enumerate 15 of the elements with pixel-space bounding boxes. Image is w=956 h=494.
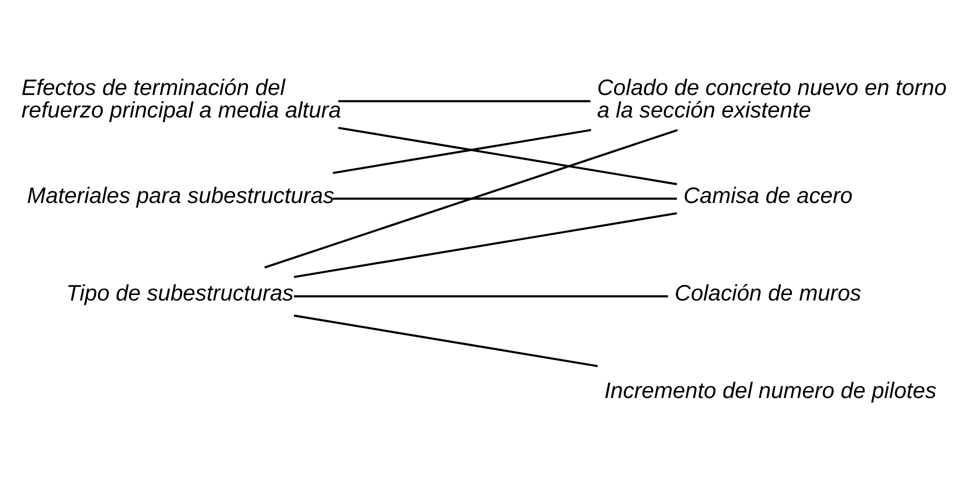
- node-text: Incremento del numero de pilotes: [604, 378, 936, 403]
- connector: [294, 294, 668, 297]
- node-text: Efectos de terminación del refuerzo principal a media altura: [21, 74, 342, 122]
- node-text: Colación de muros: [674, 280, 862, 306]
- node-text: Camisa de acero: [683, 182, 853, 208]
- node-text: Colado de concreto nuevo en torno a la sección existente: [597, 74, 947, 122]
- connector: [264, 128, 678, 268]
- connector: [294, 212, 677, 278]
- connector: [338, 126, 678, 185]
- node-text: Tipo de subestructuras: [66, 280, 294, 306]
- connector: [294, 314, 598, 367]
- connector: [332, 128, 592, 174]
- connector: [332, 197, 677, 200]
- node-text: Materiales para subestructuras: [27, 182, 334, 208]
- connector: [338, 100, 590, 102]
